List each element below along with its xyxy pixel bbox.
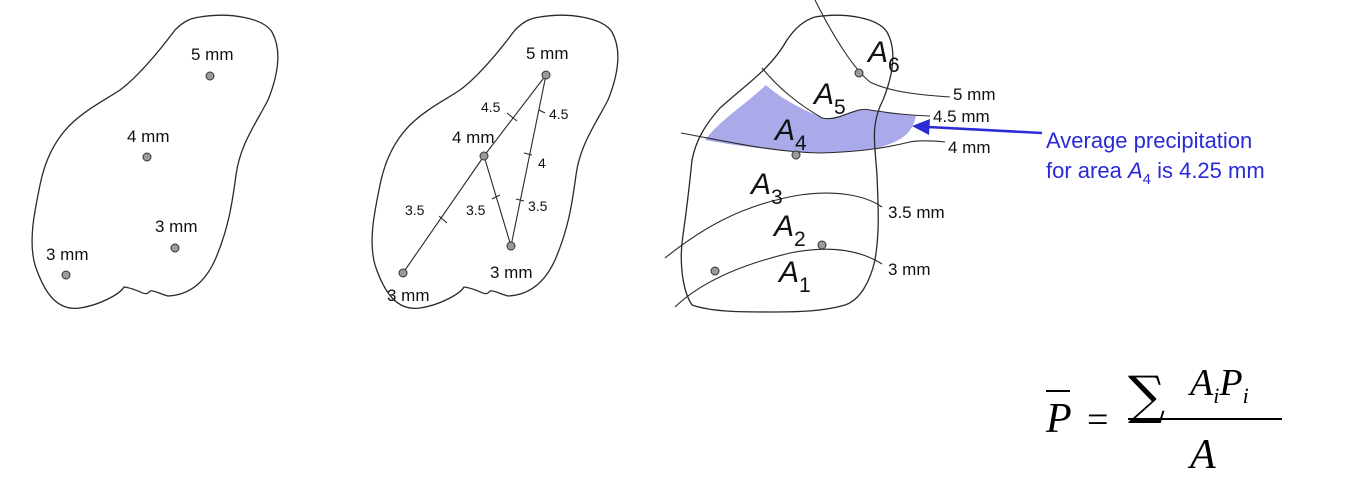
station-label: 3 mm (155, 217, 198, 236)
station-marker (479, 151, 489, 161)
area-label-a1: A1 (777, 256, 811, 297)
annotation-callout: Average precipitation for area A4 is 4.2… (912, 119, 1265, 188)
station-label: 4 mm (452, 128, 495, 147)
station-marker (506, 241, 516, 251)
area-label-a5: A5 (812, 78, 846, 119)
isohyet-label: 5 mm (953, 85, 996, 104)
station-marker (142, 152, 152, 162)
station-marker (205, 71, 215, 81)
station-label: 3 mm (46, 245, 89, 264)
station-marker (61, 270, 71, 280)
station-marker (791, 150, 801, 160)
area-label-a3: A3 (749, 168, 783, 209)
station-marker (541, 70, 551, 80)
panel-stations: 5 mm 4 mm 3 mm 3 mm (31, 14, 279, 309)
interpolation-lines (402, 74, 547, 274)
watershed-outline (680, 14, 894, 313)
annotation-line-2: for area A4 is 4.25 mm (1046, 158, 1265, 188)
station-marker (398, 268, 408, 278)
interpolation-value: 4 (538, 155, 546, 171)
station-marker (854, 68, 864, 78)
interpolation-value: 4.5 (481, 99, 501, 115)
station-marker (710, 266, 720, 276)
interpolation-value: 4.5 (549, 106, 569, 122)
formula-sum-icon: ∑ (1128, 366, 1165, 426)
watershed-outline (31, 14, 279, 309)
station-label: 3 mm (387, 286, 430, 305)
station-label: 5 mm (191, 45, 234, 64)
isohyet-label: 4.5 mm (933, 107, 990, 126)
isohyet-4mm (680, 132, 946, 154)
formula-equals: = (1087, 399, 1108, 441)
arrow-head-icon (912, 119, 930, 135)
station-marker (817, 240, 827, 250)
panel-isohyets: 5 mm 4.5 mm 4 mm 3.5 mm 3 mm A6 A5 A4 A3… (664, 0, 996, 313)
area-label-a2: A2 (772, 210, 806, 251)
formula-lhs: P (1045, 396, 1072, 442)
area-label-a4: A4 (773, 114, 807, 155)
formula-denominator: A (1187, 432, 1216, 478)
station-label: 3 mm (490, 263, 533, 282)
station-label: 5 mm (526, 44, 569, 63)
interpolation-value: 3.5 (528, 198, 548, 214)
isohyet-label: 4 mm (948, 138, 991, 157)
annotation-line-1: Average precipitation (1046, 128, 1252, 153)
interpolation-value: 3.5 (466, 202, 486, 218)
isohyet-3mm (674, 248, 883, 308)
average-precipitation-formula: P = ∑ AiPi A (1045, 362, 1282, 478)
watershed-outline (371, 14, 619, 309)
panel-interpolation: 5 mm 4 mm 3 mm 3 mm 4.5 4.5 4 3.5 3.5 3.… (371, 14, 619, 309)
isohyet-5mm (814, 0, 951, 98)
isohyet-4-5mm (761, 67, 931, 120)
station-marker (170, 243, 180, 253)
isohyet-label: 3.5 mm (888, 203, 945, 222)
formula-numerator: AiPi (1187, 362, 1249, 408)
area-label-a6: A6 (866, 36, 900, 77)
arrow-shaft (927, 125, 1043, 135)
station-label: 4 mm (127, 127, 170, 146)
isohyet-label: 3 mm (888, 260, 931, 279)
isohyet-3-5mm (664, 192, 883, 259)
interpolation-value: 3.5 (405, 202, 425, 218)
isohyet-lines (664, 0, 951, 308)
highlighted-area-a4 (705, 85, 916, 153)
